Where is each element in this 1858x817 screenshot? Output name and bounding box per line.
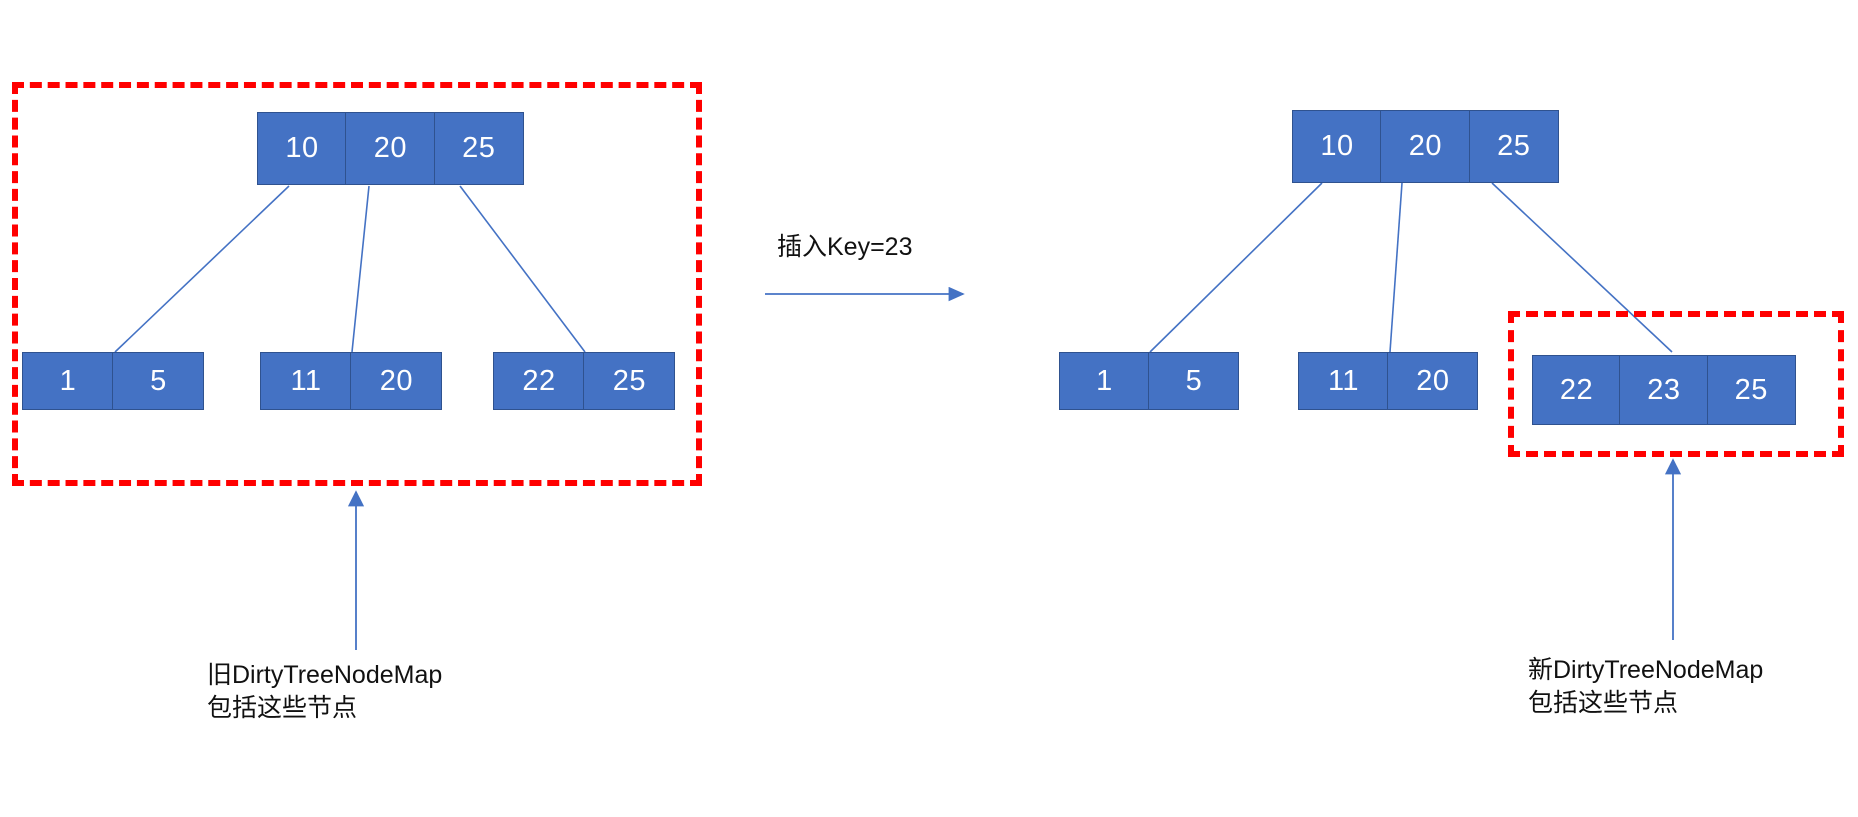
before-dirty-highlight-box [12,82,702,486]
before-root-key-0[interactable]: 10 [257,112,347,185]
after-leaf-2-key-1[interactable]: 20 [1387,352,1479,410]
after-leaf-3-key-0[interactable]: 22 [1532,355,1621,425]
before-root-key-2[interactable]: 25 [433,112,524,185]
before-leaf-1-key-0[interactable]: 1 [22,352,114,410]
before-leaf-1[interactable]: 1 5 [22,352,205,410]
before-leaf-1-key-1[interactable]: 5 [112,352,205,410]
before-root-key-1[interactable]: 20 [345,112,436,185]
after-leaf-1-key-1[interactable]: 5 [1148,352,1240,410]
after-leaf-1-key-0[interactable]: 1 [1059,352,1150,410]
before-leaf-3[interactable]: 22 25 [493,352,676,410]
after-root-node[interactable]: 10 20 25 [1292,110,1559,183]
after-leaf-2-key-0[interactable]: 11 [1298,352,1389,410]
before-leaf-2-key-1[interactable]: 20 [350,352,443,410]
after-leaf-1[interactable]: 1 5 [1059,352,1240,410]
after-leaf-3-key-2[interactable]: 25 [1706,355,1796,425]
after-root-key-2[interactable]: 25 [1468,110,1559,183]
before-leaf-2[interactable]: 11 20 [260,352,443,410]
after-dirty-highlight-box [1508,311,1844,457]
after-leaf-3-key-1[interactable]: 23 [1619,355,1709,425]
after-root-key-0[interactable]: 10 [1292,110,1382,183]
after-leaf-2[interactable]: 11 20 [1298,352,1479,410]
before-root-node[interactable]: 10 20 25 [257,112,524,185]
before-leaf-3-key-0[interactable]: 22 [493,352,585,410]
after-leaf-3[interactable]: 22 23 25 [1532,355,1796,425]
operation-label: 插入Key=23 [777,233,913,261]
before-caption: 旧DirtyTreeNodeMap 包括这些节点 [207,661,443,722]
after-root-key-1[interactable]: 20 [1380,110,1471,183]
before-leaf-2-key-0[interactable]: 11 [260,352,352,410]
before-leaf-3-key-1[interactable]: 25 [583,352,676,410]
after-caption: 新DirtyTreeNodeMap 包括这些节点 [1528,656,1764,717]
